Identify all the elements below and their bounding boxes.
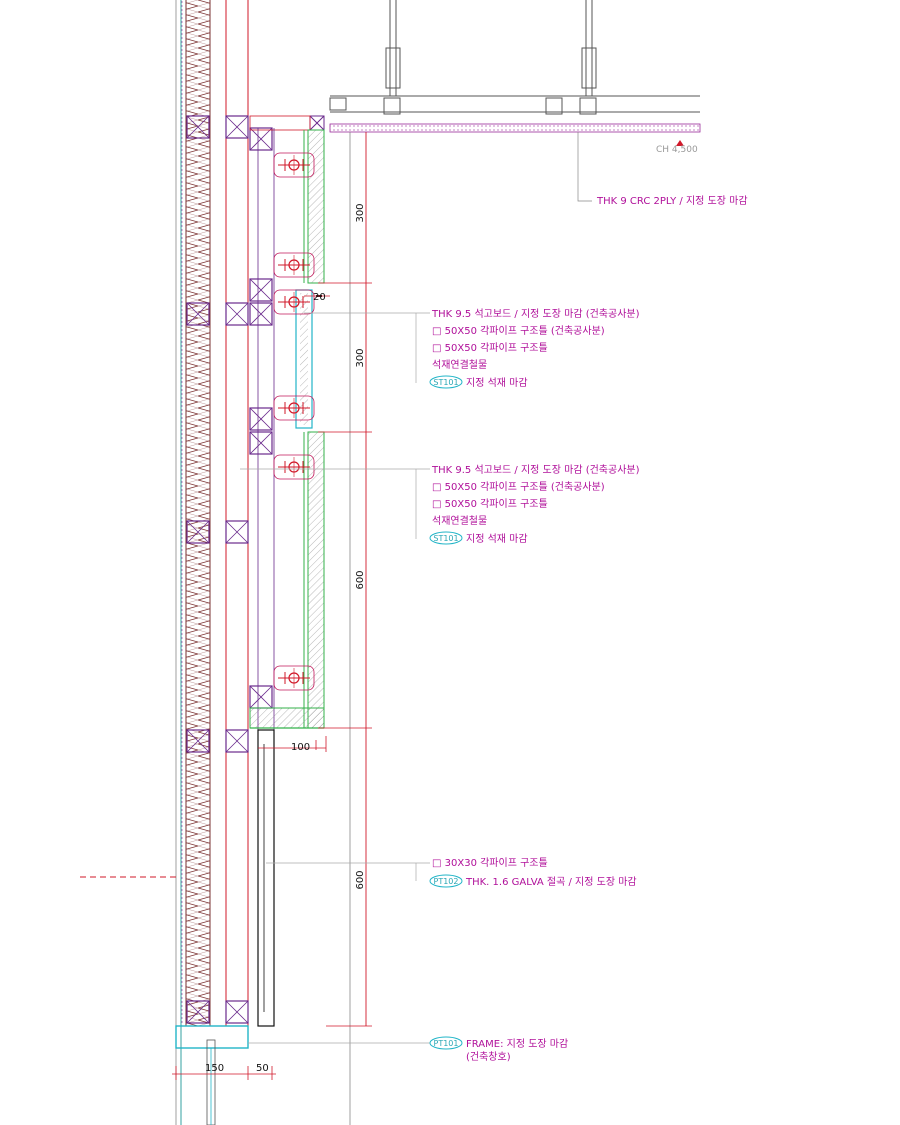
lower-finish-tag-label: THK. 1.6 GALVA 절곡 / 지정 도장 마감 [465,875,637,888]
dim-600-stone: 600 [355,570,366,589]
middle-callout-line-4: 석재연결철물 [432,515,487,527]
leader-lines [240,132,592,1044]
lower-finish-tag-code: PT102 [434,877,459,886]
middle-callout-line-1: THK 9.5 석고보드 / 지정 도장 마감 (건축공사분) [431,464,640,476]
dimension-lines [172,132,372,1125]
dim-300-upper: 300 [355,203,366,222]
middle-finish-tag [429,531,463,545]
lower-callout-line-1: □ 30X30 각파이프 구조틀 [432,857,548,869]
stone-cladding [249,129,325,729]
exterior-wall [80,0,249,1125]
upper-finish-tag [429,375,463,389]
dim-300-middle: 300 [355,348,366,367]
upper-finish-tag-code: ST101 [433,378,458,387]
upper-callout-line-4: 석재연결철물 [432,359,487,371]
dim-600-lower: 600 [355,870,366,889]
frame-label-line-1: FRAME: 지정 도장 마감 [466,1038,568,1050]
upper-finish-tag-label: 지정 석재 마감 [466,377,528,389]
lower-panel [175,729,275,1125]
ceiling-level-mark: CH 4,500 [656,145,698,155]
middle-finish-tag-code: ST101 [433,534,458,543]
middle-callout-line-3: □ 50X50 각파이프 구조틀 [432,498,548,510]
middle-callout-line-2: □ 50X50 각파이프 구조틀 (건축공사분) [432,481,605,493]
lower-finish-tag [429,874,463,888]
upper-callout-line-2: □ 50X50 각파이프 구조틀 (건축공사분) [432,325,605,337]
frame-label-line-2: (건축창호) [466,1051,511,1063]
upper-callout-line-3: □ 50X50 각파이프 구조틀 [432,342,548,354]
ceiling-assembly [329,0,701,146]
frame-finish-tag [429,1036,463,1050]
dim-reveal: 20 [313,292,326,303]
dim-offset: 100 [291,742,310,753]
ceiling-label: THK 9 CRC 2PLY / 지정 도장 마감 [596,195,748,207]
upper-callout-line-1: THK 9.5 석고보드 / 지정 도장 마감 (건축공사분) [431,308,640,320]
dim-base-150: 150 [205,1063,224,1074]
dim-base-50: 50 [256,1063,269,1074]
frame-finish-tag-code: PT101 [434,1039,459,1048]
middle-finish-tag-label: 지정 석재 마감 [466,533,528,545]
steel-tube-frame [186,115,325,1024]
